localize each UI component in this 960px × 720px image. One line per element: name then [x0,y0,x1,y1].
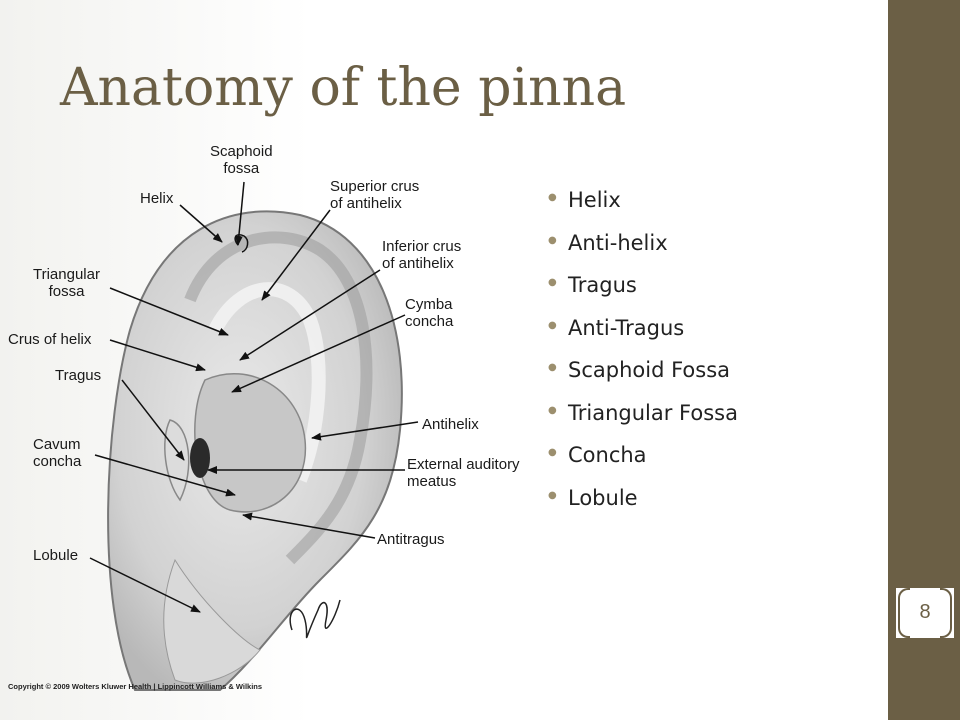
bullet-item: ●Lobule [548,485,638,510]
slide-title: Anatomy of the pinna [60,58,627,118]
bullet-dot-icon: ● [548,234,557,246]
label-lobule: Lobule [33,547,79,564]
slide-canvas: Anatomy of the pinna [0,0,888,720]
label-superior-crus: Superior crus of antihelix [330,178,420,212]
lobule-shape [163,558,261,684]
label-crus-of-helix: Crus of helix [8,331,92,348]
ear-diagram [0,132,520,694]
label-scaphoid-fossa: Scaphoid fossa [210,143,273,177]
bullet-item: ●Tragus [548,273,637,297]
label-helix: Helix [140,190,174,207]
label-tragus: Tragus [55,367,102,384]
bullet-list: ●Helix ●Anti-helix ●Tragus ●Anti-Tragus … [548,188,738,528]
left-bracket-icon [898,588,910,638]
artist-signature [289,599,341,638]
bullet-dot-icon: ● [548,404,557,416]
copyright-notice: Copyright © 2009 Wolters Kluwer Health |… [8,682,263,691]
bullet-dot-icon: ● [548,192,557,203]
label-external-auditory-meatus: External auditory meatus [407,456,520,490]
antihelix-ridge [208,282,326,483]
label-triangular-fossa: Triangular fossa [33,266,100,300]
bullet-dot-icon: ● [548,447,557,458]
label-antihelix: Antihelix [422,416,479,433]
label-cavum-concha: Cavum concha [33,436,82,470]
bullet-dot-icon: ● [548,489,557,501]
label-cymba-concha: Cymba concha [405,296,454,330]
bullet-dot-icon: ● [548,277,557,288]
page-number-badge: 8 [896,588,954,638]
label-antitragus: Antitragus [377,531,445,548]
right-bracket-icon [940,588,952,638]
ear-illustration [89,181,419,691]
bullet-item: ●Triangular Fossa [548,400,738,425]
label-inferior-crus: Inferior crus of antihelix [382,238,462,272]
bullet-dot-icon: ● [548,319,557,331]
bullet-item: ●Scaphoid Fossa [548,358,731,382]
bullet-item: ●Anti-Tragus [548,315,685,340]
bullet-dot-icon: ● [548,362,557,373]
page-number: 8 [919,601,931,623]
bullet-item: ●Concha [548,443,647,467]
bullet-item: ●Anti-helix [548,230,668,255]
meatus-opening [190,438,210,478]
bullet-item: ●Helix [548,188,621,212]
helix-rim [184,231,373,565]
